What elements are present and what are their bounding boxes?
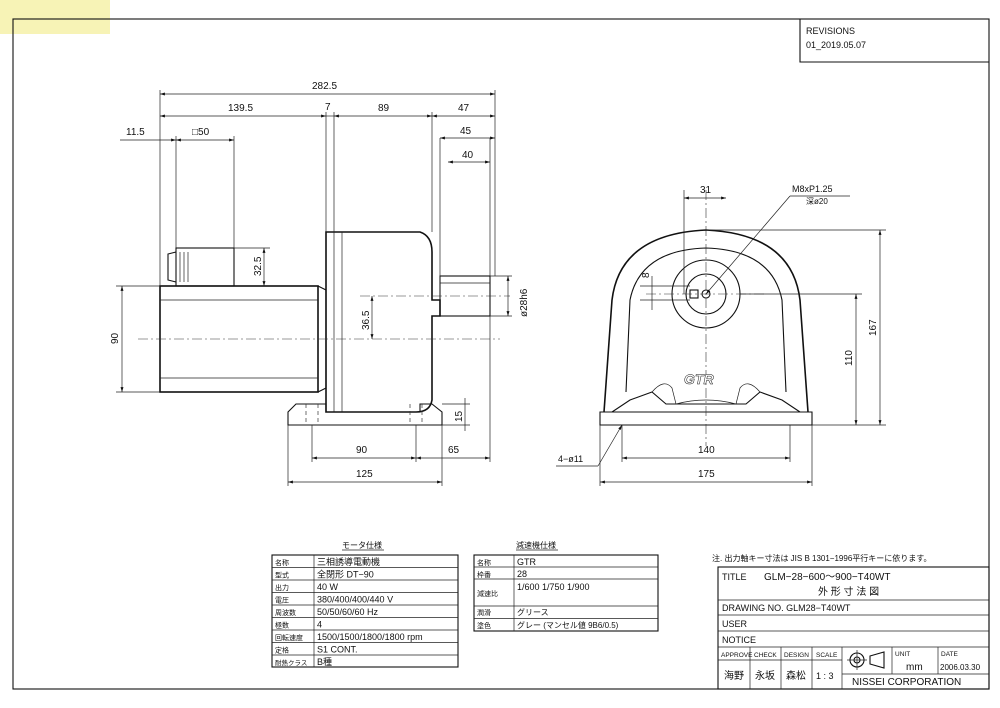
dim-90-bottom: 90	[356, 445, 368, 456]
gearbox-body	[325, 231, 441, 413]
motor-spec-value: 1500/1500/1800/1800 rpm	[317, 632, 423, 642]
motor-spec-value: B種	[317, 657, 332, 667]
title-line-1: GLM−28−600〜900−T40WT	[764, 572, 890, 583]
motor-spec-table: モータ仕様 名称 三相誘導電動機 型式 全閉形 DT−90 出力 40 W 電圧…	[271, 540, 459, 668]
dim-110: 110	[844, 350, 855, 366]
unit-label: UNIT	[895, 651, 910, 658]
dim-shaft-dia: ø28h6	[519, 288, 530, 317]
notice-label: NOTICE	[722, 635, 756, 645]
dim-40: 40	[462, 150, 474, 161]
dim-167: 167	[868, 319, 879, 336]
motor-spec-key: 周波数	[275, 608, 296, 617]
design-name: 森松	[786, 669, 806, 682]
dim-32-5: 32.5	[253, 256, 264, 276]
reducer-spec-title: 減速機仕様	[516, 540, 556, 550]
motor-spec-key: 名称	[275, 558, 289, 567]
thread-callout: M8xP1.25	[792, 184, 833, 194]
motor-spec-title: モータ仕様	[342, 540, 382, 550]
motor-spec-value: 4	[317, 620, 322, 630]
reducer-spec-value: グレー (マンセル値 9B6/0.5)	[517, 620, 619, 630]
dim-45: 45	[460, 126, 472, 137]
motor-spec-key: 型式	[275, 571, 289, 580]
dim-90-left: 90	[110, 332, 121, 344]
motor-spec-value: 全閉形 DT−90	[317, 569, 374, 580]
motor-spec-key: 極数	[275, 621, 289, 630]
reducer-spec-value: 28	[517, 569, 527, 579]
motor-spec-value: 380/400/400/440 V	[317, 595, 393, 605]
reducer-spec-value: GTR	[517, 557, 536, 567]
motor-spec-key: 出力	[275, 583, 289, 592]
side-view: 282.5 139.5 7 89 47 45 40 11.5 □50 32.5 …	[110, 81, 530, 486]
highlight-corner	[0, 0, 110, 34]
front-view: GTR 31 M8xP1.25 深ø20 8 167 110 140 175	[556, 184, 886, 486]
title-line-2: 外 形 寸 法 図	[818, 585, 879, 598]
approve-label: APPROVE	[721, 652, 753, 659]
design-label: DESIGN	[784, 652, 809, 659]
motor-spec-value: 40 W	[317, 582, 339, 592]
revisions-box: REVISIONS 01_2019.05.07	[799, 19, 989, 63]
third-angle-projection-icon	[847, 650, 885, 670]
dim-sq50: □50	[192, 127, 210, 138]
dim-175: 175	[698, 469, 715, 480]
dim-7: 7	[325, 102, 331, 113]
reducer-spec-key: 名称	[477, 558, 491, 567]
company-name: NISSEI CORPORATION	[852, 677, 961, 688]
key-note: 注. 出力軸キー寸法は JIS B 1301−1996平行キーに依ります。	[712, 553, 931, 563]
thread-depth: 深ø20	[806, 197, 828, 206]
dim-8: 8	[641, 272, 652, 278]
title-label: TITLE	[722, 572, 747, 582]
holes-callout: 4−ø11	[558, 454, 583, 464]
dim-140: 140	[698, 445, 715, 456]
brand-logo: GTR	[684, 371, 714, 387]
dim-15: 15	[454, 410, 465, 422]
sheet-border	[12, 18, 990, 690]
unit-value: mm	[906, 662, 923, 673]
reducer-spec-key: 枠番	[477, 570, 491, 579]
motor-spec-value: 三相誘導電動機	[317, 556, 380, 567]
foot-base	[287, 403, 443, 426]
dim-89: 89	[378, 103, 390, 114]
scale-label: SCALE	[816, 652, 838, 659]
date-value: 2006.03.30	[940, 663, 981, 672]
reducer-spec-value: 1/600 1/750 1/900	[517, 582, 590, 592]
revisions-label: REVISIONS	[806, 26, 855, 36]
motor-spec-key: 電圧	[275, 597, 289, 605]
scale-value: 1 : 3	[816, 671, 834, 681]
reducer-spec-key: 塗色	[477, 621, 491, 630]
date-label: DATE	[941, 651, 959, 658]
approve-name: 海野	[724, 669, 744, 682]
dim-36-5: 36.5	[361, 310, 372, 330]
user-label: USER	[722, 619, 748, 629]
motor-spec-key: 耐熱クラス	[275, 658, 307, 667]
dim-47: 47	[458, 103, 470, 114]
dim-65: 65	[448, 445, 460, 456]
check-name: 永坂	[755, 669, 775, 682]
revisions-entry: 01_2019.05.07	[806, 40, 866, 50]
reducer-spec-table: 減速機仕様 名称 GTR 枠番 28 減速比 1/600 1/750 1/900…	[473, 540, 659, 632]
dim-overall: 282.5	[312, 81, 337, 92]
reducer-spec-key: 潤滑	[477, 608, 491, 617]
motor-spec-value: 50/50/60/60 Hz	[317, 607, 379, 617]
dim-125: 125	[356, 469, 373, 480]
reducer-spec-key: 減速比	[477, 589, 498, 598]
motor-spec-key: 回転速度	[275, 633, 303, 642]
title-block: TITLE GLM−28−600〜900−T40WT 外 形 寸 法 図 DRA…	[717, 566, 990, 690]
dim-31: 31	[700, 185, 712, 196]
terminal-box	[175, 247, 235, 287]
motor-spec-key: 定格	[275, 646, 289, 655]
motor-spec-value: S1 CONT.	[317, 645, 358, 655]
dim-11-5: 11.5	[126, 127, 145, 138]
drawing-number: DRAWING NO. GLM28−T40WT	[722, 603, 851, 613]
reducer-spec-value: グリース	[517, 607, 549, 617]
check-label: CHECK	[754, 652, 777, 659]
dim-motor-length: 139.5	[228, 103, 253, 114]
